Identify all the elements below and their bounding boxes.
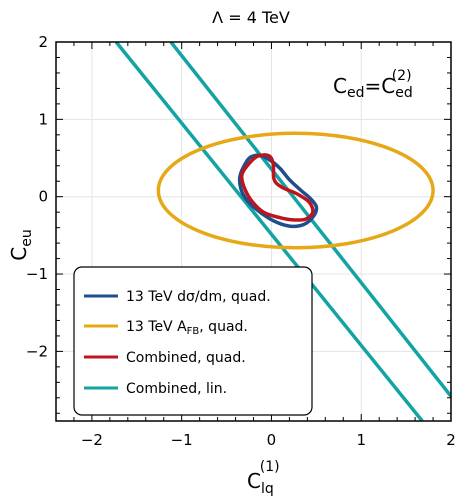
x-tick-label: −2 [81, 431, 103, 449]
x-tick-label: 1 [356, 431, 366, 449]
annotation-eq: = [364, 74, 381, 98]
y-axis-label-sub: eu [19, 229, 35, 247]
annotation-rhs-base: C [381, 74, 395, 98]
legend-label-dsigma: 13 TeV dσ/dm, quad. [126, 289, 271, 305]
x-axis-label-sup: (1) [260, 459, 280, 475]
legend-label-combined-quad: Combined, quad. [126, 350, 246, 366]
annotation-lhs-sub: ed [347, 85, 365, 101]
legend-box [73, 266, 313, 416]
series-afb-ellipse [156, 131, 435, 250]
y-tick-label: −1 [26, 265, 48, 283]
legend-label-afb-sub: FB [187, 326, 200, 337]
axis-tick-labels: −2 −1 0 1 2 −2 −1 0 1 2 [26, 33, 456, 449]
x-axis-label: Clq (1) [247, 459, 280, 497]
annotation-lhs-base: C [333, 74, 347, 98]
legend-label-afb-base: 13 TeV A [126, 319, 187, 335]
axis-ticks [56, 41, 452, 421]
x-tick-label: 0 [267, 431, 277, 449]
series-combined-quad-contour [239, 153, 315, 222]
x-tick-label: 2 [446, 431, 456, 449]
plot-area [114, 42, 451, 421]
y-axis-label: Ceu [7, 229, 35, 260]
y-tick-label: −2 [26, 342, 48, 360]
annotation-rhs-sub: ed [395, 85, 413, 101]
annotation-cedeq: Ced=Ced(2) [333, 68, 413, 101]
x-tick-label: −1 [171, 431, 193, 449]
legend-label-afb: 13 TeV AFB, quad. [126, 319, 248, 337]
y-tick-label: 2 [38, 33, 48, 51]
legend-label-afb-tail: , quad. [199, 319, 248, 335]
series-combined-lin-line-1 [114, 42, 424, 421]
legend-label-combined-lin: Combined, lin. [126, 381, 227, 397]
y-axis-label-base: C [7, 247, 31, 261]
annotation-rhs-sup: (2) [392, 68, 412, 84]
y-tick-label: 0 [38, 188, 48, 206]
x-axis-label-base: C [247, 469, 261, 493]
legend: 13 TeV dσ/dm, quad. 13 TeV AFB, quad. Co… [73, 266, 313, 416]
chart-title: Λ = 4 TeV [212, 8, 290, 27]
y-tick-label: 1 [38, 110, 48, 128]
x-axis-label-sub: lq [261, 481, 274, 497]
